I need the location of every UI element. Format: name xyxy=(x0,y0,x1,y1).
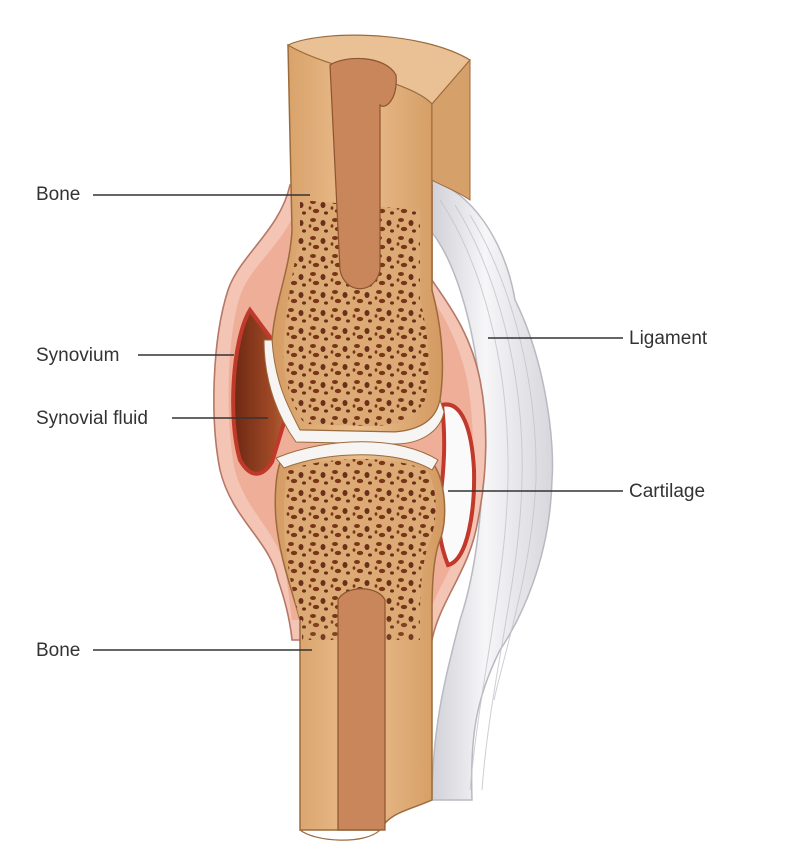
label-cartilage: Cartilage xyxy=(448,481,705,502)
label-ligament-text: Ligament xyxy=(629,328,708,349)
lower-bone xyxy=(274,441,446,841)
label-bone-bottom: Bone xyxy=(36,640,312,661)
lower-marrow-cavity xyxy=(337,588,386,831)
ligament-fibers xyxy=(439,199,537,791)
label-bone-top-text: Bone xyxy=(36,184,80,205)
label-ligament: Ligament xyxy=(488,328,708,349)
label-bone-top: Bone xyxy=(36,184,310,205)
cartilage-wedge xyxy=(436,402,477,568)
label-synovium-text: Synovium xyxy=(36,345,119,366)
upper-bone xyxy=(263,34,471,445)
label-synovial-fluid-text: Synovial fluid xyxy=(36,408,148,429)
upper-marrow-cavity xyxy=(329,57,397,290)
label-synovium: Synovium xyxy=(36,345,234,366)
lower-articular-cartilage xyxy=(275,441,439,471)
label-cartilage-text: Cartilage xyxy=(629,481,705,502)
label-bone-bottom-text: Bone xyxy=(36,640,80,661)
upper-articular-cartilage xyxy=(263,339,445,445)
label-synovial-fluid: Synovial fluid xyxy=(36,408,268,429)
